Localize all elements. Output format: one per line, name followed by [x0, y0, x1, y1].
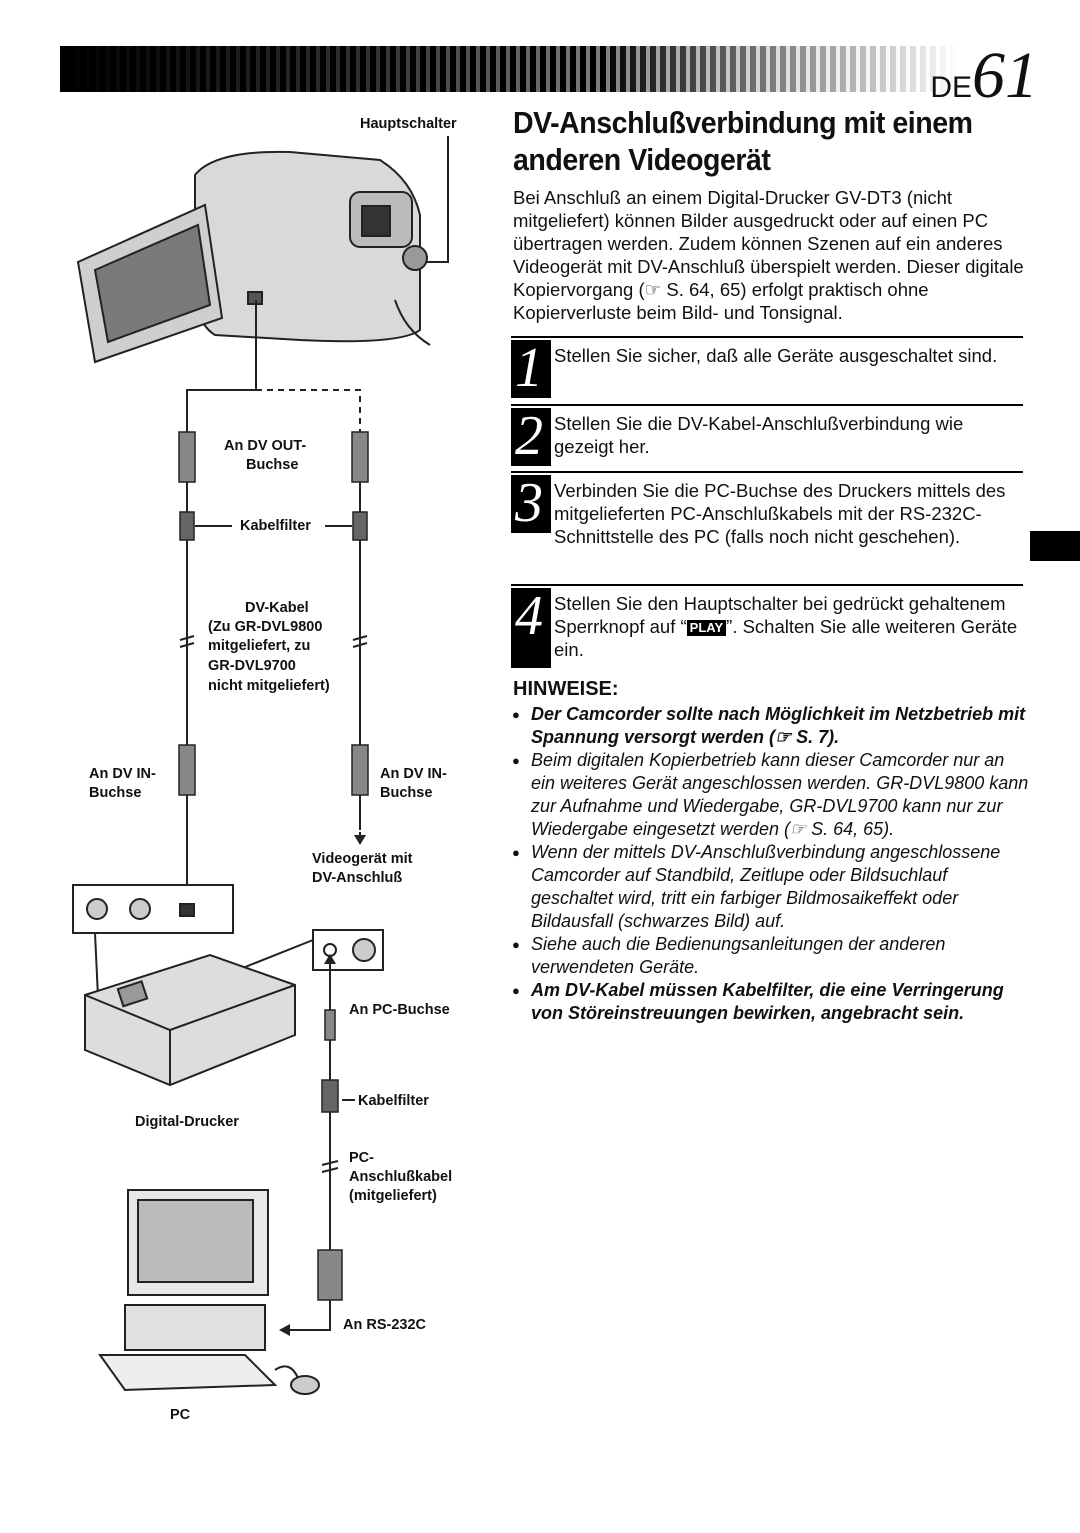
- label-pc-kabel-3: (mitgeliefert): [349, 1188, 437, 1204]
- step-3: 3 Verbinden Sie die PC-Buchse des Drucke…: [511, 471, 1023, 578]
- label-dvl9700: GR-DVL9700: [208, 658, 296, 674]
- ferrite-filter-icon: [179, 511, 195, 541]
- page-number: DE61: [930, 38, 1038, 114]
- note-item: Wenn der mittels DV-Anschlußverbindung a…: [512, 841, 1032, 933]
- ferrite-filter-icon: [352, 511, 368, 541]
- label-rs232c: An RS-232C: [343, 1317, 426, 1333]
- dv-connector-icon: [178, 744, 196, 796]
- label-dv-in-right: An DV IN-: [380, 766, 447, 782]
- label-pc-kabel-2: Anschlußkabel: [349, 1169, 453, 1185]
- lcd-screen-icon: [93, 223, 212, 344]
- label-pc: PC: [170, 1407, 191, 1423]
- arrow-left-icon: [279, 1324, 290, 1336]
- dv-connector-icon: [351, 744, 369, 796]
- note-item: Beim digitalen Kopierbetrieb kann dieser…: [512, 749, 1032, 841]
- label-buchse-left: Buchse: [89, 785, 142, 801]
- step-number-badge: 3: [511, 472, 551, 534]
- label-hauptschalter: Hauptschalter: [360, 116, 457, 132]
- label-pc-kabel-1: PC-: [349, 1150, 374, 1166]
- note-item: Siehe auch die Bedienungsanleitungen der…: [512, 933, 1032, 979]
- label-buchse: Buchse: [246, 457, 299, 473]
- hauptschalter-leader: [424, 136, 449, 263]
- ferrite-filter-icon: [321, 1079, 339, 1113]
- pc-plug-icon: [324, 1009, 336, 1041]
- step-number-badge: 1: [511, 337, 551, 399]
- notes-list: Der Camcorder sollte nach Möglichkeit im…: [512, 703, 1032, 1025]
- step-text: Stellen Sie sicher, daß alle Geräte ausg…: [554, 345, 998, 366]
- label-videogeraet-1: Videogerät mit: [312, 851, 413, 867]
- label-kabelfilter-pc: Kabelfilter: [358, 1093, 429, 1109]
- step-1: 1 Stellen Sie sicher, daß alle Geräte au…: [511, 336, 1023, 399]
- printer-icon: [84, 953, 296, 1087]
- label-digital-drucker: Digital-Drucker: [135, 1114, 239, 1130]
- label-dv-out: An DV OUT-: [224, 438, 307, 454]
- dv-connector-icon: [351, 431, 369, 483]
- page-num: 61: [972, 39, 1038, 112]
- label-buchse-right: Buchse: [380, 785, 433, 801]
- label-kabelfilter: Kabelfilter: [240, 518, 311, 534]
- play-mode-icon: PLAY: [686, 620, 727, 636]
- step-4: 4 Stellen Sie den Hauptschalter bei gedr…: [511, 584, 1023, 668]
- label-nicht-mitgeliefert: nicht mitgeliefert): [208, 678, 330, 694]
- label-dv-kabel: DV-Kabel: [245, 600, 309, 616]
- step-2: 2 Stellen Sie die DV-Kabel-Anschlußverbi…: [511, 404, 1023, 467]
- keyboard-icon: [98, 1354, 278, 1392]
- label-videogeraet-2: DV-Anschluß: [312, 870, 403, 886]
- page-title: DV-Anschlußverbindung mit einem anderen …: [513, 105, 973, 177]
- step-text: Stellen Sie die DV-Kabel-Anschlußverbind…: [554, 413, 964, 457]
- label-pc-buchse: An PC-Buchse: [349, 1002, 450, 1018]
- connection-diagram: [72, 136, 449, 1395]
- pc-case-icon: [124, 1304, 266, 1351]
- header-bar: [60, 46, 960, 92]
- dv-connector-icon: [178, 431, 196, 483]
- intro-text: Bei Anschluß an einem Digital-Drucker GV…: [513, 187, 1024, 323]
- arrow-down-icon: [354, 835, 366, 845]
- label-dv-in-left: An DV IN-: [89, 766, 156, 782]
- label-zu: (Zu GR-DVL9800: [208, 619, 323, 635]
- label-mitgeliefert-zu: mitgeliefert, zu: [208, 638, 311, 654]
- note-item: Der Camcorder sollte nach Möglichkeit im…: [512, 703, 1032, 749]
- language-code: DE: [930, 71, 972, 104]
- mouse-icon: [290, 1375, 320, 1395]
- step-number-badge: 2: [511, 405, 551, 467]
- note-item: Am DV-Kabel müssen Kabelfilter, die eine…: [512, 979, 1032, 1025]
- notes-heading: HINWEISE:: [513, 678, 619, 700]
- step-text: Verbinden Sie die PC-Buchse des Druckers…: [554, 480, 1006, 547]
- step-text: Stellen Sie den Hauptschalter bei gedrüc…: [554, 593, 1018, 660]
- step-number-badge: 4: [511, 585, 551, 668]
- serial-plug-icon: [317, 1249, 343, 1301]
- arrow-up-icon: [324, 954, 336, 964]
- section-tab: [1030, 531, 1080, 561]
